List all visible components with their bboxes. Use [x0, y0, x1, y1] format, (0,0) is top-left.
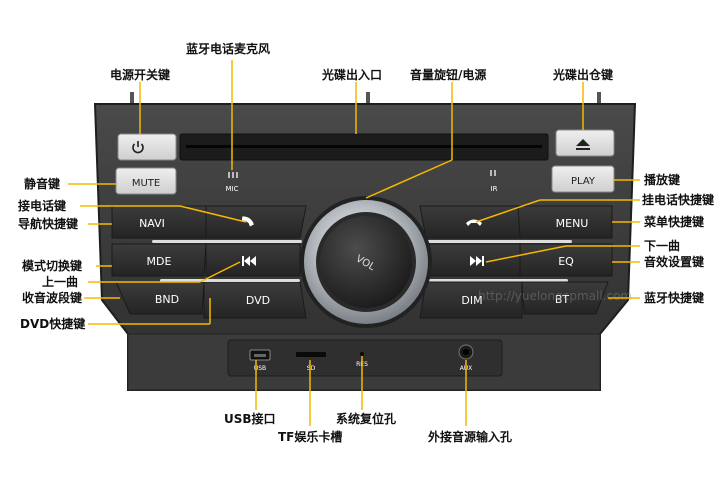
dvd-button[interactable]: DVD — [203, 281, 307, 319]
callout-play-key: 播放键 — [644, 173, 681, 187]
bt-label: BT — [555, 293, 570, 306]
eject-button[interactable] — [555, 129, 615, 157]
band-button[interactable]: BND — [115, 281, 205, 315]
reset-hole[interactable] — [360, 352, 364, 356]
mode-button[interactable]: MDE — [111, 243, 207, 277]
usb-marking: USB — [254, 365, 266, 372]
callout-aux-in: 外接音源输入孔 — [428, 430, 513, 444]
callout-navi-key: 导航快捷键 — [18, 217, 79, 231]
callout-eject-key: 光碟出仓键 — [553, 68, 614, 82]
eq-button[interactable]: EQ — [519, 243, 613, 277]
navi-label: NAVI — [139, 217, 165, 230]
callout-bt-mic: 蓝牙电话麦克风 — [186, 42, 271, 56]
usb-port[interactable] — [249, 349, 271, 361]
mode-label: MDE — [147, 255, 172, 268]
aux-jack[interactable] — [458, 344, 474, 360]
port-recess — [227, 339, 503, 377]
eq-label: EQ — [558, 255, 574, 268]
callout-lines — [68, 60, 640, 426]
bt-button[interactable]: BT — [521, 281, 609, 315]
power-icon — [132, 141, 144, 154]
ir-sensor-icon — [490, 170, 496, 176]
phone-answer-icon — [241, 216, 254, 227]
power-button[interactable] — [117, 133, 177, 161]
play-button[interactable]: PLAY — [551, 165, 615, 193]
dvd-label: DVD — [246, 294, 270, 307]
callout-dvd-key: DVD快捷键 — [20, 317, 86, 331]
band-label: BND — [155, 293, 179, 306]
dim-button[interactable]: DIM — [419, 281, 523, 319]
menu-button[interactable]: MENU — [517, 205, 613, 239]
callout-next-track: 下一曲 — [644, 239, 681, 253]
navi-button[interactable]: NAVI — [111, 205, 211, 239]
sd-marking: SD — [307, 365, 316, 372]
eject-icon — [576, 139, 590, 150]
callout-disc-slot: 光碟出入口 — [322, 68, 383, 82]
hangup-call-button[interactable] — [419, 205, 521, 239]
menu-label: MENU — [556, 217, 589, 230]
volume-knob[interactable]: VOL — [300, 196, 432, 328]
callout-mode-key: 模式切换键 — [22, 259, 83, 273]
mounting-tabs — [130, 92, 601, 106]
callout-menu-key: 菜单快捷键 — [644, 215, 705, 229]
callout-power-key: 电源开关键 — [110, 68, 171, 82]
play-label: PLAY — [571, 176, 596, 187]
callout-answer-call: 接电话键 — [18, 199, 67, 213]
callout-volume-knob: 音量旋钮/电源 — [410, 68, 487, 82]
callout-tf-slot: TF娱乐卡槽 — [278, 430, 343, 444]
mute-button[interactable]: MUTE — [115, 167, 177, 195]
callout-mute-key: 静音键 — [24, 177, 61, 191]
callout-band-key: 收音波段键 — [22, 291, 83, 305]
callout-hangup-call: 挂电话快捷键 — [642, 193, 715, 207]
callout-prev-track: 上一曲 — [42, 275, 79, 289]
next-track-button[interactable] — [425, 243, 521, 277]
next-track-icon — [470, 256, 484, 266]
previous-track-icon — [242, 256, 256, 266]
mic-icon — [228, 172, 238, 178]
answer-call-button[interactable] — [205, 205, 307, 239]
callout-usb-port: USB接口 — [224, 412, 276, 426]
mic-marking: MIC — [226, 185, 239, 193]
sd-slot[interactable] — [296, 352, 326, 357]
ir-marking: IR — [491, 185, 498, 193]
dim-label: DIM — [461, 294, 482, 307]
callout-eq-key: 音效设置键 — [644, 255, 705, 269]
callout-reset-hole: 系统复位孔 — [336, 412, 397, 426]
watermark: http://yuelongcpmall.com — [478, 289, 632, 303]
mute-label: MUTE — [132, 178, 160, 189]
callout-bt-key: 蓝牙快捷键 — [644, 291, 705, 305]
